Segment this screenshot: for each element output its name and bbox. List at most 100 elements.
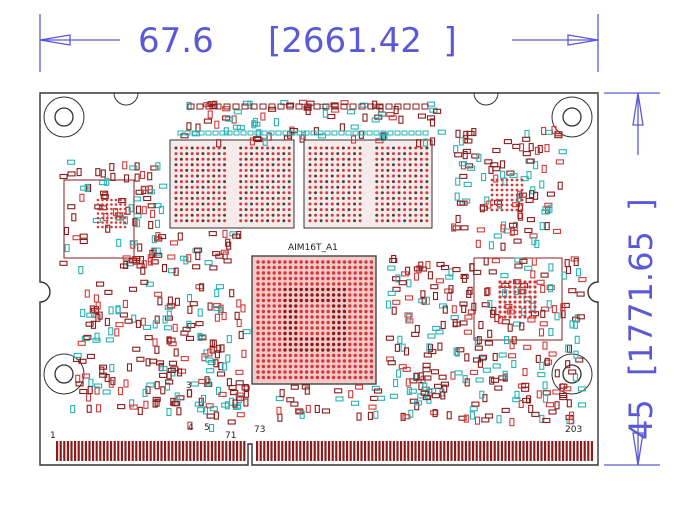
bga-ball <box>364 304 368 308</box>
memory-ball <box>336 213 340 217</box>
bga-ball <box>310 348 314 352</box>
memory-ball <box>408 191 412 195</box>
bga-ball <box>256 276 260 281</box>
passive-pad <box>460 225 469 231</box>
memory-ball <box>380 180 384 184</box>
memory-ball <box>255 191 259 195</box>
bga-ball <box>321 375 325 380</box>
bga-ball <box>267 315 271 319</box>
edge-finger-pad <box>117 441 120 461</box>
bga-ball <box>369 315 374 319</box>
ic-ball <box>119 198 122 202</box>
passive-pad <box>548 409 557 415</box>
bga-ball <box>369 364 374 369</box>
passive-pad <box>478 320 484 330</box>
memory-ball <box>314 157 318 161</box>
ic-ball <box>101 212 104 215</box>
memory-ball <box>249 213 253 217</box>
memory-ball <box>325 163 329 167</box>
passive-pad <box>526 158 535 164</box>
passive-pad <box>476 227 485 233</box>
bga-ball <box>358 287 363 292</box>
memory-ball <box>239 157 243 161</box>
bga-ball <box>358 348 363 352</box>
memory-ball <box>325 152 329 156</box>
memory-ball <box>185 157 189 161</box>
pin-label-1: 1 <box>50 431 56 441</box>
ic-ball <box>520 198 524 202</box>
memory-ball <box>397 202 401 206</box>
memory-ball <box>314 152 318 156</box>
bga-ball <box>321 359 325 363</box>
passive-pad <box>59 260 68 266</box>
passive-pad <box>422 367 431 373</box>
memory-ball <box>276 208 280 212</box>
bga-ball <box>364 309 368 314</box>
memory-ball <box>391 157 395 161</box>
passive-pad <box>499 160 506 169</box>
memory-ball <box>244 208 248 212</box>
bga-ball <box>272 331 276 336</box>
memory-ball <box>386 219 390 223</box>
passive-pad <box>452 267 461 273</box>
memory-ball <box>403 174 407 178</box>
decoupling-pad <box>219 130 226 136</box>
passive-pad <box>405 378 411 387</box>
ic-ball <box>114 221 118 224</box>
decoupling-pad <box>177 130 184 136</box>
passive-pad <box>119 312 128 318</box>
passive-pad <box>518 212 524 221</box>
bga-ball <box>353 293 357 297</box>
memory-ball <box>419 157 423 161</box>
ic-ball <box>515 198 519 202</box>
bga-ball <box>364 293 368 297</box>
bga-ball <box>315 364 320 369</box>
bga-ball <box>364 265 368 270</box>
passive-pad <box>469 263 475 272</box>
memory-ball <box>223 208 227 212</box>
memory-ball <box>244 185 248 189</box>
passive-pad <box>209 265 218 271</box>
memory-ball <box>239 208 243 212</box>
passive-pad <box>314 404 320 414</box>
bga-ball <box>288 293 293 297</box>
bga-ball <box>353 375 357 380</box>
memory-ball <box>282 185 286 189</box>
bga-ball <box>261 304 266 308</box>
passive-pad <box>78 266 84 275</box>
pmic-ball <box>503 310 507 314</box>
bga-ball <box>353 287 357 292</box>
memory-ball <box>347 174 351 178</box>
bga-ball <box>299 326 303 330</box>
passive-pad <box>350 124 359 130</box>
passive-pad <box>569 320 575 329</box>
ic-ball <box>490 183 494 187</box>
passive-pad <box>471 401 480 407</box>
passive-pad <box>114 328 120 337</box>
passive-pad <box>152 396 161 402</box>
bga-ball <box>283 353 287 358</box>
passive-pad <box>427 271 433 280</box>
passive-pad <box>461 274 468 283</box>
passive-pad <box>205 103 213 110</box>
memory-ball <box>185 146 189 150</box>
memory-ball <box>408 185 412 189</box>
passive-pad <box>162 315 168 324</box>
passive-pad <box>128 286 138 292</box>
passive-pad <box>186 122 192 131</box>
bga-ball <box>358 342 363 347</box>
passive-pad <box>225 238 231 247</box>
memory-ball <box>212 191 216 195</box>
ic-ball <box>490 178 494 182</box>
passive-pad <box>433 108 442 114</box>
memory-ball <box>391 208 395 212</box>
bga-ball <box>321 276 325 281</box>
passive-pad <box>404 295 414 301</box>
memory-ball <box>375 152 379 156</box>
bga-ball <box>304 315 309 319</box>
passive-pad <box>455 129 461 138</box>
memory-ball <box>325 191 329 195</box>
edge-finger-pad <box>182 441 185 461</box>
bga-ball <box>283 342 287 347</box>
bga-ball <box>348 260 352 264</box>
